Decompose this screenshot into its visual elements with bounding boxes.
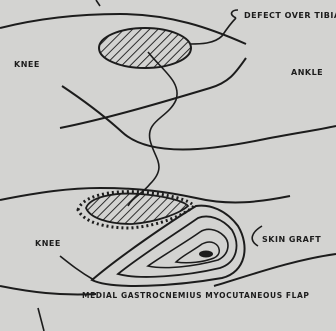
flap-ring-4 (176, 242, 219, 263)
tibia-defect (99, 28, 191, 68)
skin-graft-label: SKIN GRAFT (262, 235, 321, 244)
knee-label-top: KNEE (14, 60, 40, 69)
flap-pedicle-line (60, 256, 94, 280)
flap-ring-3 (148, 229, 228, 267)
defect-pointer-hook (232, 10, 238, 18)
defect-label: DEFECT OVER TIBIA (244, 11, 336, 20)
bottom-stub-line (38, 308, 44, 331)
skin-graft-pointer (252, 226, 262, 246)
knee-label-bottom: KNEE (35, 239, 61, 248)
top-stub-line (96, 0, 100, 6)
diagram-caption: MEDIAL GASTROCNEMIUS MYOCUTANEOUS FLAP (82, 291, 310, 300)
flap-core (199, 251, 213, 258)
ankle-label: ANKLE (291, 68, 323, 77)
connector-line (128, 52, 177, 206)
